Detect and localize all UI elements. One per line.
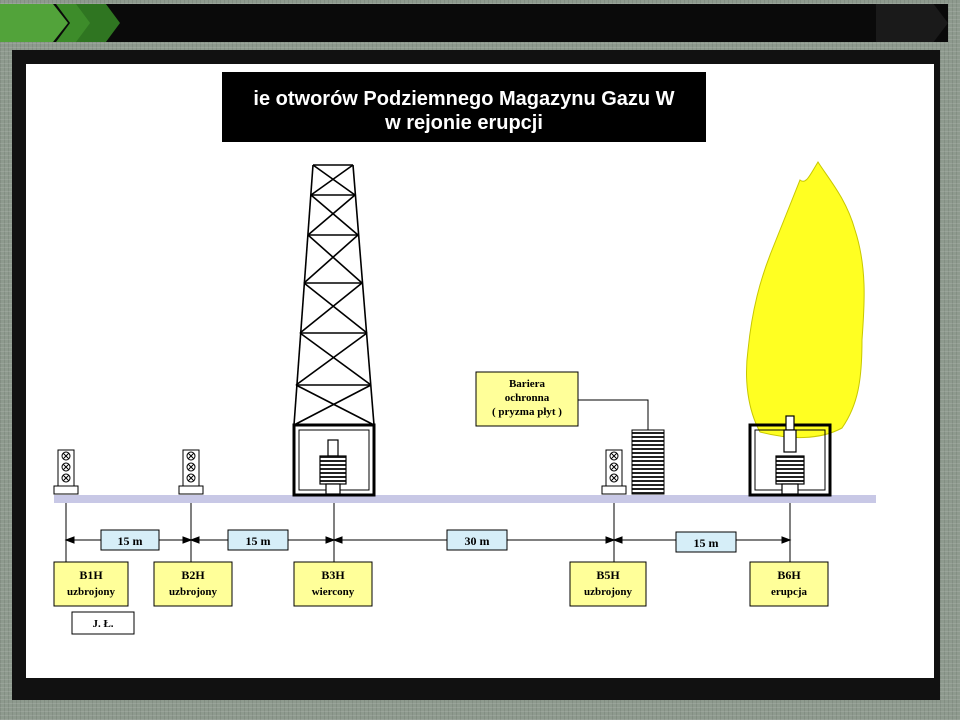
distance-label-1: 15 m xyxy=(100,529,160,551)
svg-text:B6H: B6H xyxy=(777,568,801,582)
distance-label-4: 15 m xyxy=(675,531,737,553)
svg-text:uzbrojony: uzbrojony xyxy=(584,586,633,598)
barrier-label-box xyxy=(475,371,579,427)
chevron-decoration-1 xyxy=(0,4,68,42)
slide-title: ie otworów Podziemnego Magazynu Gazu W w… xyxy=(222,72,706,142)
barrier-label-line-2: ochronna xyxy=(505,392,550,404)
svg-text:15 m: 15 m xyxy=(694,536,719,550)
well-cellar-b3h xyxy=(292,423,376,497)
dimension-verticals xyxy=(65,503,791,562)
svg-text:15 m: 15 m xyxy=(118,534,143,548)
derrick-tower xyxy=(293,164,375,426)
svg-text:30 m: 30 m xyxy=(465,534,490,548)
svg-text:J. Ł.: J. Ł. xyxy=(92,618,113,630)
svg-text:uzbrojony: uzbrojony xyxy=(67,586,116,598)
svg-text:uzbrojony: uzbrojony xyxy=(169,586,218,598)
svg-text:erupcja: erupcja xyxy=(771,586,808,598)
barrier-callout-line xyxy=(578,399,649,430)
wellhead-b3h xyxy=(319,439,347,495)
title-line-2: w rejonie erupcji xyxy=(385,112,543,134)
wellhead-b5h xyxy=(601,449,627,495)
wellhead-b6h xyxy=(775,415,805,495)
barrier-label-line-3: ( pryzma płyt ) xyxy=(492,406,562,418)
ground-line xyxy=(54,495,876,503)
flame xyxy=(746,161,865,439)
barrier-label-line-1: Bariera xyxy=(509,378,546,390)
svg-text:B1H: B1H xyxy=(79,568,103,582)
well-label-b1h: B1H uzbrojony xyxy=(53,561,129,607)
top-bar xyxy=(8,4,948,42)
distance-label-2: 15 m xyxy=(227,529,289,551)
svg-text:wiercony: wiercony xyxy=(312,586,355,598)
dimension-arrows xyxy=(64,536,792,544)
svg-text:15 m: 15 m xyxy=(246,534,271,548)
svg-text:B3H: B3H xyxy=(321,568,345,582)
wellhead-b1h xyxy=(53,449,79,495)
title-line-1: ie otworów Podziemnego Magazynu Gazu W xyxy=(253,88,675,110)
well-label-b6h: B6H erupcja xyxy=(749,561,829,607)
barrier-plate-stack xyxy=(631,429,665,495)
svg-text:B2H: B2H xyxy=(181,568,205,582)
distance-label-3: 30 m xyxy=(446,529,508,551)
well-label-b3h: B3H wiercony xyxy=(293,561,373,607)
top-bar-arrow xyxy=(876,4,948,42)
wellhead-b2h xyxy=(178,449,204,495)
svg-text:B5H: B5H xyxy=(596,568,620,582)
well-label-b5h: B5H uzbrojony xyxy=(569,561,647,607)
well-label-b2h: B2H uzbrojony xyxy=(153,561,233,607)
author-label: J. Ł. xyxy=(71,611,135,635)
